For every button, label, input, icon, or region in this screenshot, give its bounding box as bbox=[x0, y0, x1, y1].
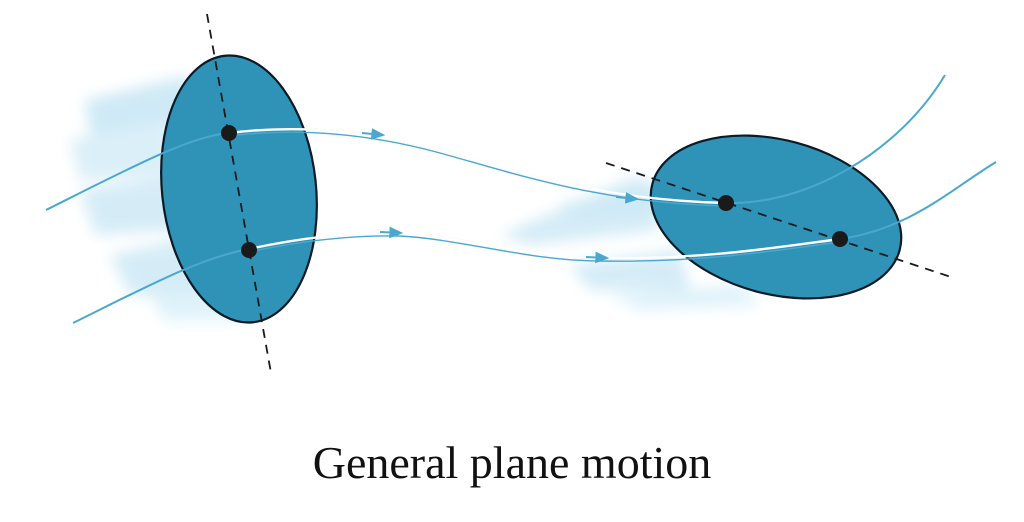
point-A-initial bbox=[221, 125, 237, 141]
path-of-point-B bbox=[72, 161, 997, 324]
point-B-final bbox=[832, 231, 848, 247]
point-A-final bbox=[718, 195, 734, 211]
arrow-A-end bbox=[615, 192, 640, 204]
point-B-initial bbox=[241, 242, 257, 258]
figure-caption: General plane motion bbox=[312, 437, 712, 488]
arrow-B-end bbox=[585, 251, 610, 264]
reference-line-final bbox=[605, 162, 955, 279]
arrow-B-mid bbox=[379, 226, 404, 239]
reference-line-initial bbox=[206, 13, 272, 374]
path-of-point-A bbox=[45, 74, 946, 211]
arrow-A-mid bbox=[361, 128, 386, 140]
